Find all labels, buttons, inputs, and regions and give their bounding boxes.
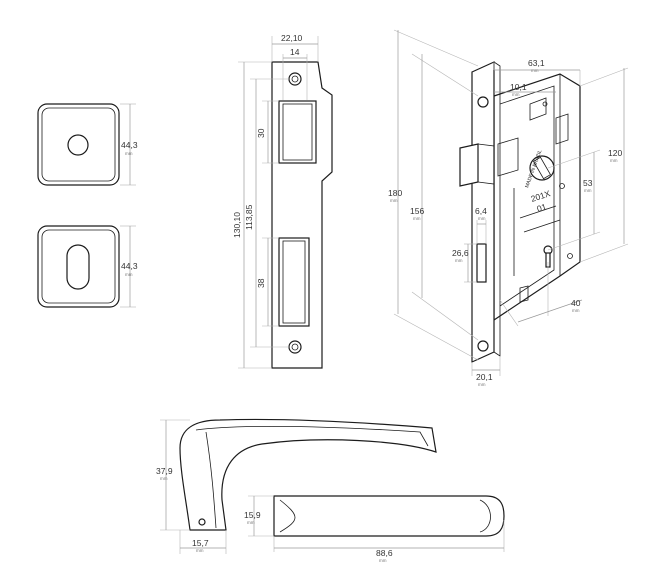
lock-total-height-label: 180 [388,188,402,198]
lever-height-label: 37,9 [156,466,173,476]
lever-base-width-label: 15,7 [192,538,209,548]
lock-bolt-offset-unit: mm [512,92,520,97]
lever-top-width-label: 15,9 [244,510,261,520]
lock-keyhole-offset-unit: mm [584,188,592,193]
lever-height-unit: mm [160,476,168,481]
rose-square-unit-label: mm [125,151,133,156]
lever-length-label: 88,6 [376,548,393,558]
strike-lower-slot-label: 38 [256,278,266,288]
lock-case-height-label: 156 [410,206,424,216]
lever-side-pin-hole [198,518,206,526]
lock-backset-unit: mm [572,308,580,313]
lock-bolt-offset-label: 10,1 [510,82,527,92]
lock-depth-label: 63,1 [528,58,545,68]
lock-cutout-height-unit: mm [455,258,463,263]
strike-inner-width-label: 14 [290,47,300,57]
strike-upper-slot-label: 30 [256,128,266,138]
lock-right-height-label: 120 [608,148,622,158]
rose-square-dim-label: 44,3 [121,140,138,150]
lock-right-height-unit: mm [610,158,618,163]
strike-plate-view: 22,10 14 130,10 113,85 30 38 [232,33,333,369]
strike-lower-slot [278,237,310,327]
strike-total-height-label: 130,10 [232,212,242,238]
lock-total-height-unit: mm [390,198,398,203]
lock-stamp-code: 01 [536,201,548,214]
lock-cutout [476,243,487,283]
lever-top-outline [273,495,505,537]
lock-case-height-unit: mm [413,216,421,221]
lock-latch [459,143,479,187]
rose-oval-inner-edge [41,229,116,304]
lever-length-unit: mm [379,558,387,563]
strike-upper-slot [278,100,317,164]
lock-depth-unit: mm [531,68,539,73]
lock-latch-width-label: 6,4 [475,206,487,216]
rose-round-hole [67,134,89,156]
lock-cutout-height-label: 26,6 [452,248,469,258]
rose-oval-view: 44,3 mm [37,225,138,308]
lever-base-width-unit: mm [196,548,204,553]
lock-faceplate-width-unit: mm [478,382,486,387]
lever-side-outline [179,418,437,531]
rose-square-inner-edge [41,107,116,182]
strike-bottom-screw-hole [288,340,302,354]
strike-outer-width-label: 22,10 [281,33,303,43]
strike-inner-height-label: 113,85 [244,204,254,230]
rose-oval-hole [66,244,90,290]
lever-top-view: 15,9 mm 88,6 mm [244,495,505,563]
rose-oval-unit-label: mm [125,272,133,277]
lock-bottom-screw [477,340,489,352]
rose-oval-dim-label: 44,3 [121,261,138,271]
lock-body-view: MADE IN BRAZIL 201X 01 63,1 mm 10,1 mm 1… [388,29,629,387]
lock-faceplate-width-label: 20,1 [476,372,493,382]
lock-spindle-hub [529,155,555,181]
lever-top-width-unit: mm [247,520,255,525]
strike-top-screw-hole [288,72,302,86]
lock-latch-mechanism [497,137,519,177]
lock-top-screw [477,96,489,108]
lock-keyhole-offset-label: 53 [583,178,593,188]
lock-backset-line [517,299,583,323]
rose-square-view: 44,3 mm [37,103,138,186]
lever-side-view: 37,9 mm 15,7 mm [156,418,437,554]
lock-latch-width-unit: mm [478,216,486,221]
lock-backset-label: 40 [571,298,581,308]
